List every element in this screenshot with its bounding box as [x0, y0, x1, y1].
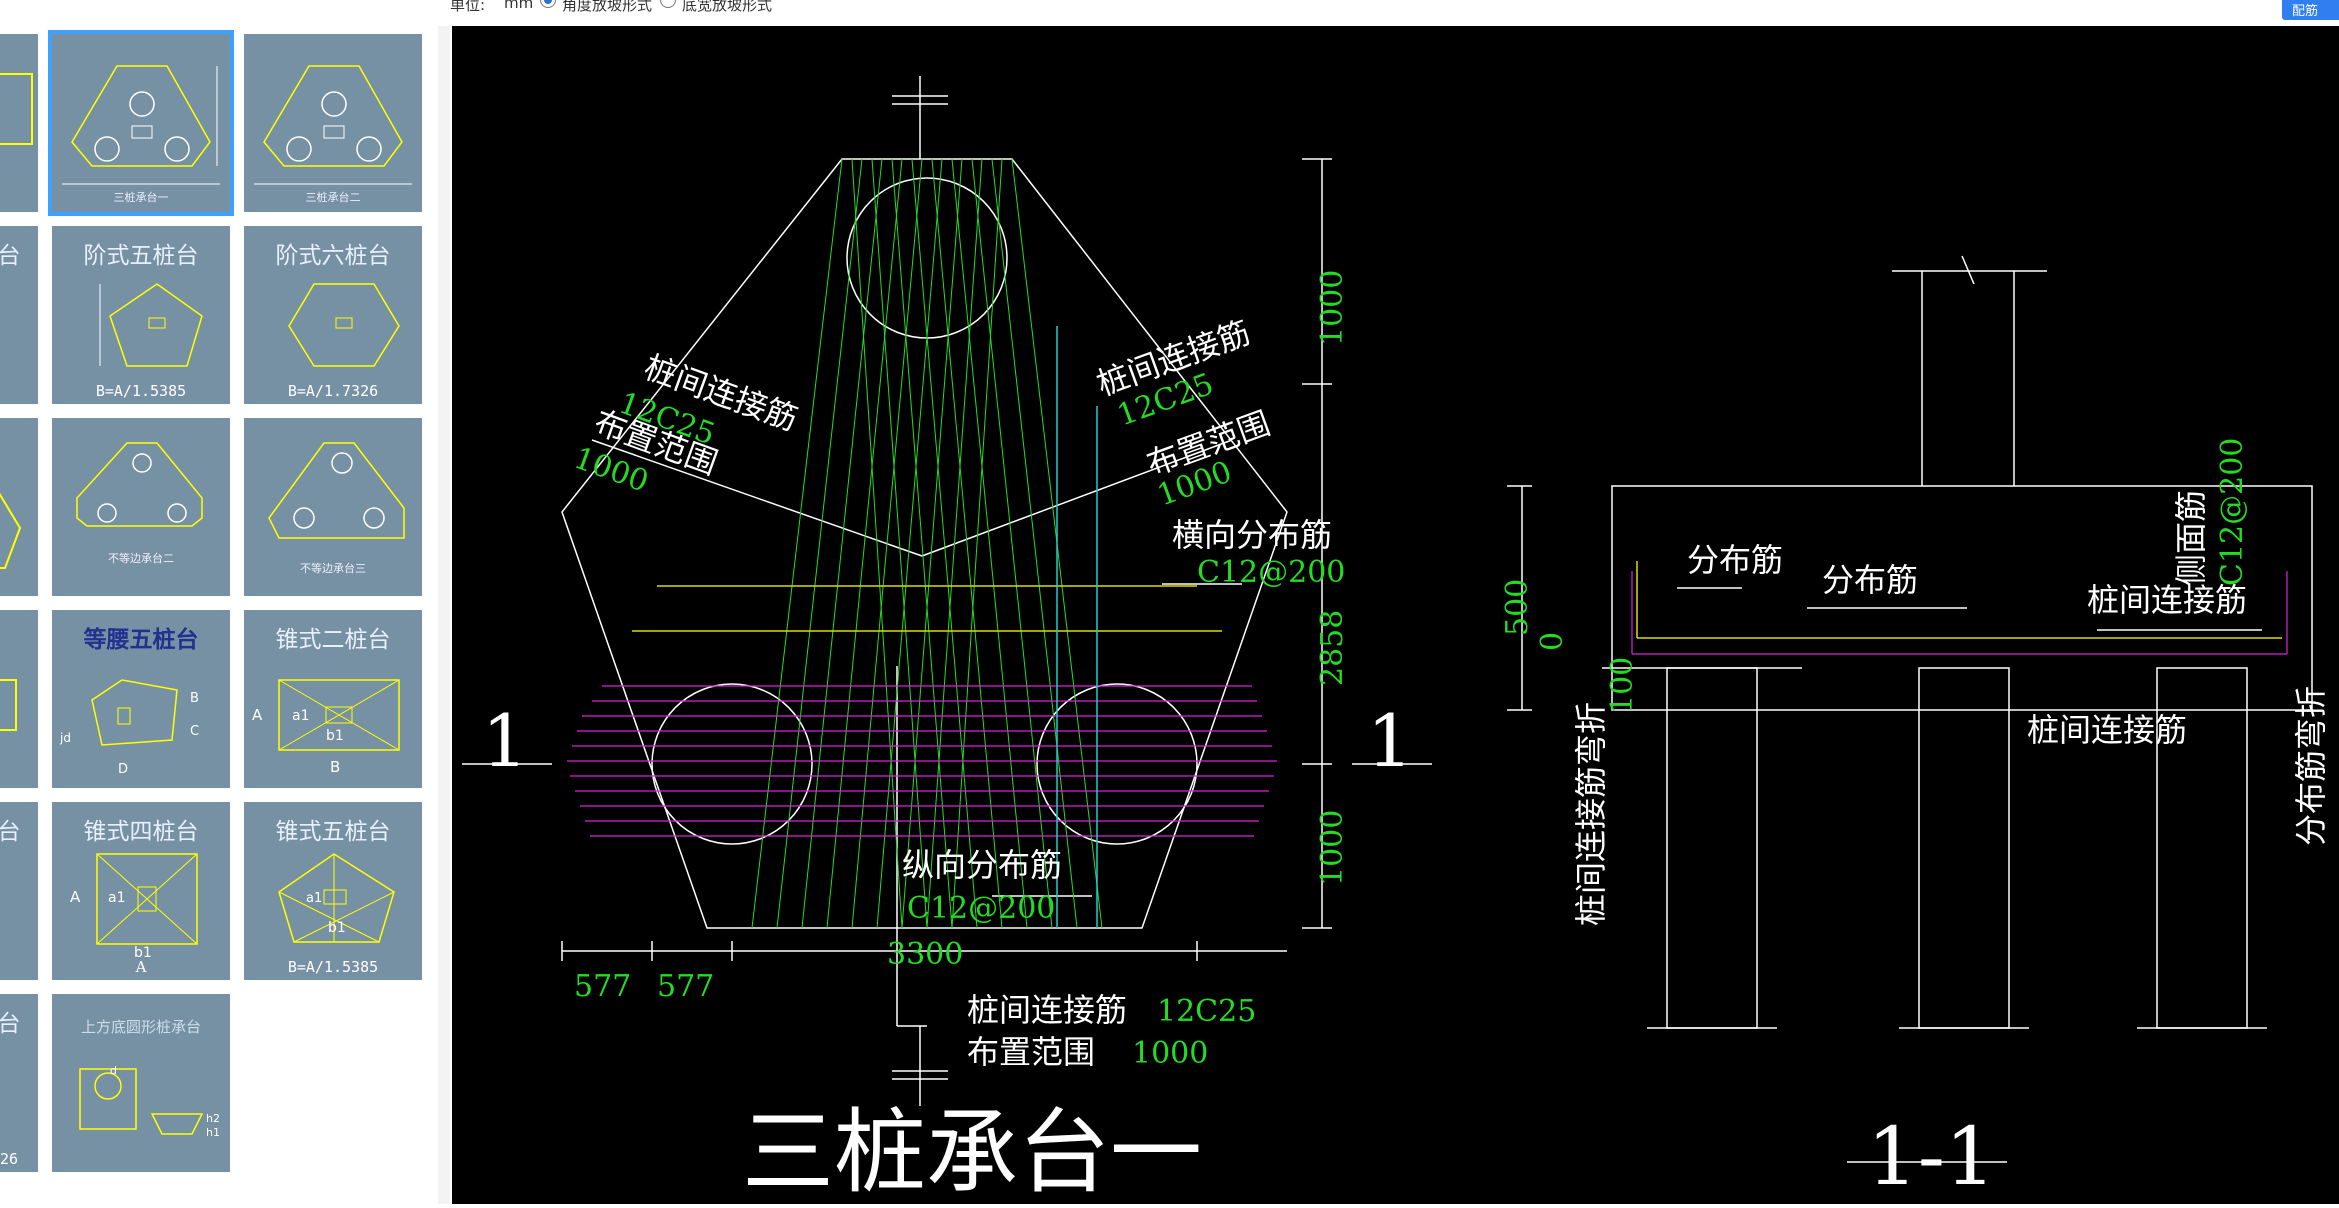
tile-partial-2[interactable]: 台: [0, 226, 38, 404]
tile-isosceles-five-pile[interactable]: 等腰五桩台 B C jd D: [52, 610, 230, 788]
spec-side: C12@200: [2215, 438, 2250, 586]
spec-longitudinal: C12@200: [907, 891, 1055, 926]
tile-three-pile-cap-2[interactable]: 三桩承台二: [244, 34, 422, 212]
dim-577b: 577: [657, 969, 714, 1004]
label-bottom-link: 桩间连接筋: [967, 991, 1127, 1029]
svg-text:a1: a1: [292, 708, 310, 724]
radio-angle-slope-label[interactable]: 角度放坡形式: [562, 0, 653, 14]
svg-text:h1: h1: [206, 1126, 220, 1139]
toolbar: 单位: mm 角度放坡形式 底宽放坡形式 配筋: [0, 0, 2339, 26]
tile-partial-1[interactable]: [0, 34, 38, 212]
rebar-button[interactable]: 配筋: [2282, 0, 2339, 20]
dim-0: 0: [1535, 632, 1570, 651]
tile-stepped-five-pile[interactable]: 阶式五桩台 B=A/1.5385: [52, 226, 230, 404]
radio-angle-slope[interactable]: [540, 0, 556, 8]
drawing-title-right: 1-1: [1867, 1110, 1996, 1203]
svg-text:B: B: [330, 758, 340, 776]
tile-unequal-pile-cap-3[interactable]: 不等边承台三: [244, 418, 422, 596]
tile-unequal-pile-cap-2[interactable]: 不等边承台二: [52, 418, 230, 596]
label-link-bend: 桩间连接筋弯折: [1572, 702, 1610, 926]
tile-stepped-six-pile[interactable]: 阶式六桩台 B=A/1.7326: [244, 226, 422, 404]
dim-2858: 2858: [1315, 610, 1350, 686]
label-section-link-2: 桩间连接筋: [2027, 711, 2187, 749]
svg-text:A: A: [252, 706, 263, 724]
unit-value: mm: [504, 0, 534, 12]
svg-text:C: C: [190, 724, 199, 739]
spec-bottom-link: 12C25: [1157, 994, 1256, 1029]
svg-text:jd: jd: [59, 731, 71, 745]
cad-drawing-canvas: 桩间连接筋 布置范围 桩间连接筋 布置范围 横向分布筋 纵向分布筋 桩间连接筋 …: [452, 26, 2339, 1206]
radio-width-slope-label[interactable]: 底宽放坡形式: [682, 0, 773, 14]
label-dist-bend: 分布筋弯折: [2292, 686, 2330, 846]
label-bottom-range: 布置范围: [967, 1033, 1095, 1071]
svg-text:A: A: [70, 888, 81, 906]
drawing-title-left: 三桩承台一: [742, 1099, 1202, 1204]
label-transverse: 横向分布筋: [1172, 516, 1332, 554]
dim-3300: 3300: [887, 937, 963, 972]
tile-square-round-pile-cap[interactable]: 上方底圆形桩承台 d h2 h1: [52, 994, 230, 1172]
spec-transverse: C12@200: [1197, 555, 1345, 590]
label-distribution-2: 分布筋: [1822, 561, 1918, 599]
svg-text:D: D: [118, 762, 128, 777]
radio-width-slope[interactable]: [660, 0, 676, 8]
pilecap-gallery: 台 台 台 26 三桩承台一 阶式五桩台 B=A/1.5385: [0, 26, 450, 1204]
section-mark-right: 1: [1367, 699, 1413, 783]
section-mark-left: 1: [482, 699, 528, 783]
svg-text:b1: b1: [328, 920, 346, 936]
svg-text:a1: a1: [306, 891, 322, 906]
dim-100: 100: [1605, 657, 1640, 714]
svg-text:b1: b1: [326, 728, 344, 744]
unit-label: 单位:: [450, 0, 486, 14]
svg-text:b1: b1: [134, 945, 152, 961]
tile-cone-four-pile[interactable]: 锥式四桩台 A a1 b1 A: [52, 802, 230, 980]
label-distribution-1: 分布筋: [1687, 541, 1783, 579]
tile-partial-6[interactable]: 台 26: [0, 994, 38, 1172]
tile-partial-4[interactable]: [0, 610, 38, 788]
svg-text:a1: a1: [108, 890, 126, 906]
tile-cone-two-pile[interactable]: 锥式二桩台 A a1 b1 B: [244, 610, 422, 788]
svg-text:h2: h2: [206, 1112, 220, 1125]
svg-text:B: B: [190, 691, 199, 706]
dim-500: 500: [1500, 579, 1535, 636]
dim-1000-top: 1000: [1315, 270, 1350, 346]
tile-partial-5[interactable]: 台: [0, 802, 38, 980]
svg-text:d: d: [110, 1064, 117, 1077]
panel-divider[interactable]: [438, 26, 450, 1204]
tile-cone-five-pile[interactable]: 锥式五桩台 a1 b1 B=A/1.5385: [244, 802, 422, 980]
spec-bottom-range: 1000: [1132, 1036, 1208, 1071]
label-side-rebar: 侧面筋: [2172, 490, 2210, 586]
dim-577a: 577: [574, 969, 631, 1004]
label-longitudinal: 纵向分布筋: [902, 846, 1062, 884]
label-section-link: 桩间连接筋: [2087, 581, 2247, 619]
dim-1000-bot: 1000: [1315, 810, 1350, 886]
tile-three-pile-cap-1[interactable]: 三桩承台一: [48, 30, 234, 216]
tile-partial-3[interactable]: [0, 418, 38, 596]
